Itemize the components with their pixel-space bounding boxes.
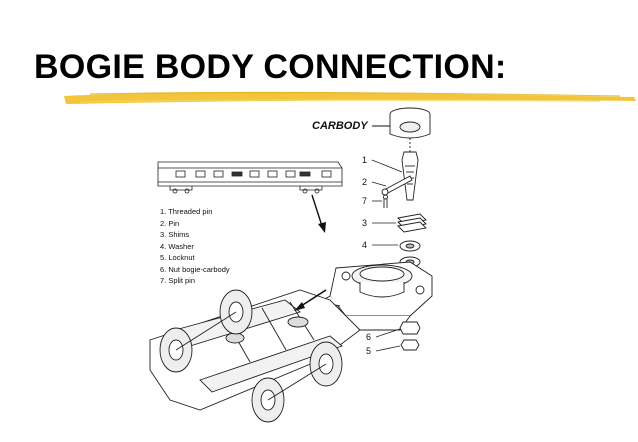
car-to-bogie-arrow bbox=[311, 194, 326, 233]
callout-6: 6 bbox=[366, 332, 371, 342]
callout-4: 4 bbox=[362, 240, 367, 250]
legend-item: 1. Threaded pin bbox=[160, 207, 213, 216]
callout-5: 5 bbox=[366, 346, 371, 356]
title-underline-brush bbox=[64, 91, 636, 104]
carbody-label: CARBODY bbox=[312, 120, 369, 132]
pin-icon bbox=[381, 175, 413, 196]
split-pin-icon bbox=[383, 194, 388, 208]
slide-title: BOGIE BODY CONNECTION: bbox=[34, 48, 507, 86]
legend-item: 7. Split pin bbox=[160, 276, 196, 285]
legend-item: 4. Washer bbox=[160, 241, 194, 251]
shims-icon bbox=[397, 213, 427, 233]
nut-icon bbox=[399, 321, 421, 335]
bolster-pivot-plate bbox=[318, 261, 433, 331]
legend-item: 5. Locknut bbox=[160, 253, 195, 262]
locknut-icon bbox=[400, 339, 420, 351]
legend-item: 2. Pin bbox=[160, 218, 180, 228]
bogie-illustration bbox=[149, 289, 361, 423]
legend-item: 6. Nut bogie-carbody bbox=[160, 264, 230, 274]
legend-item: 3. Shims bbox=[160, 230, 190, 239]
callout-3: 3 bbox=[362, 218, 367, 228]
callout-1: 1 bbox=[362, 155, 367, 165]
callout-2: 2 bbox=[362, 177, 367, 187]
railcar-illustration bbox=[157, 161, 343, 194]
pivot-arrow bbox=[294, 289, 327, 311]
callout-7: 7 bbox=[362, 196, 367, 206]
parts-legend: 1. Threaded pin 2. Pin 3. Shims 4. Washe… bbox=[160, 206, 230, 287]
carbody-bracket-icon bbox=[389, 107, 431, 152]
